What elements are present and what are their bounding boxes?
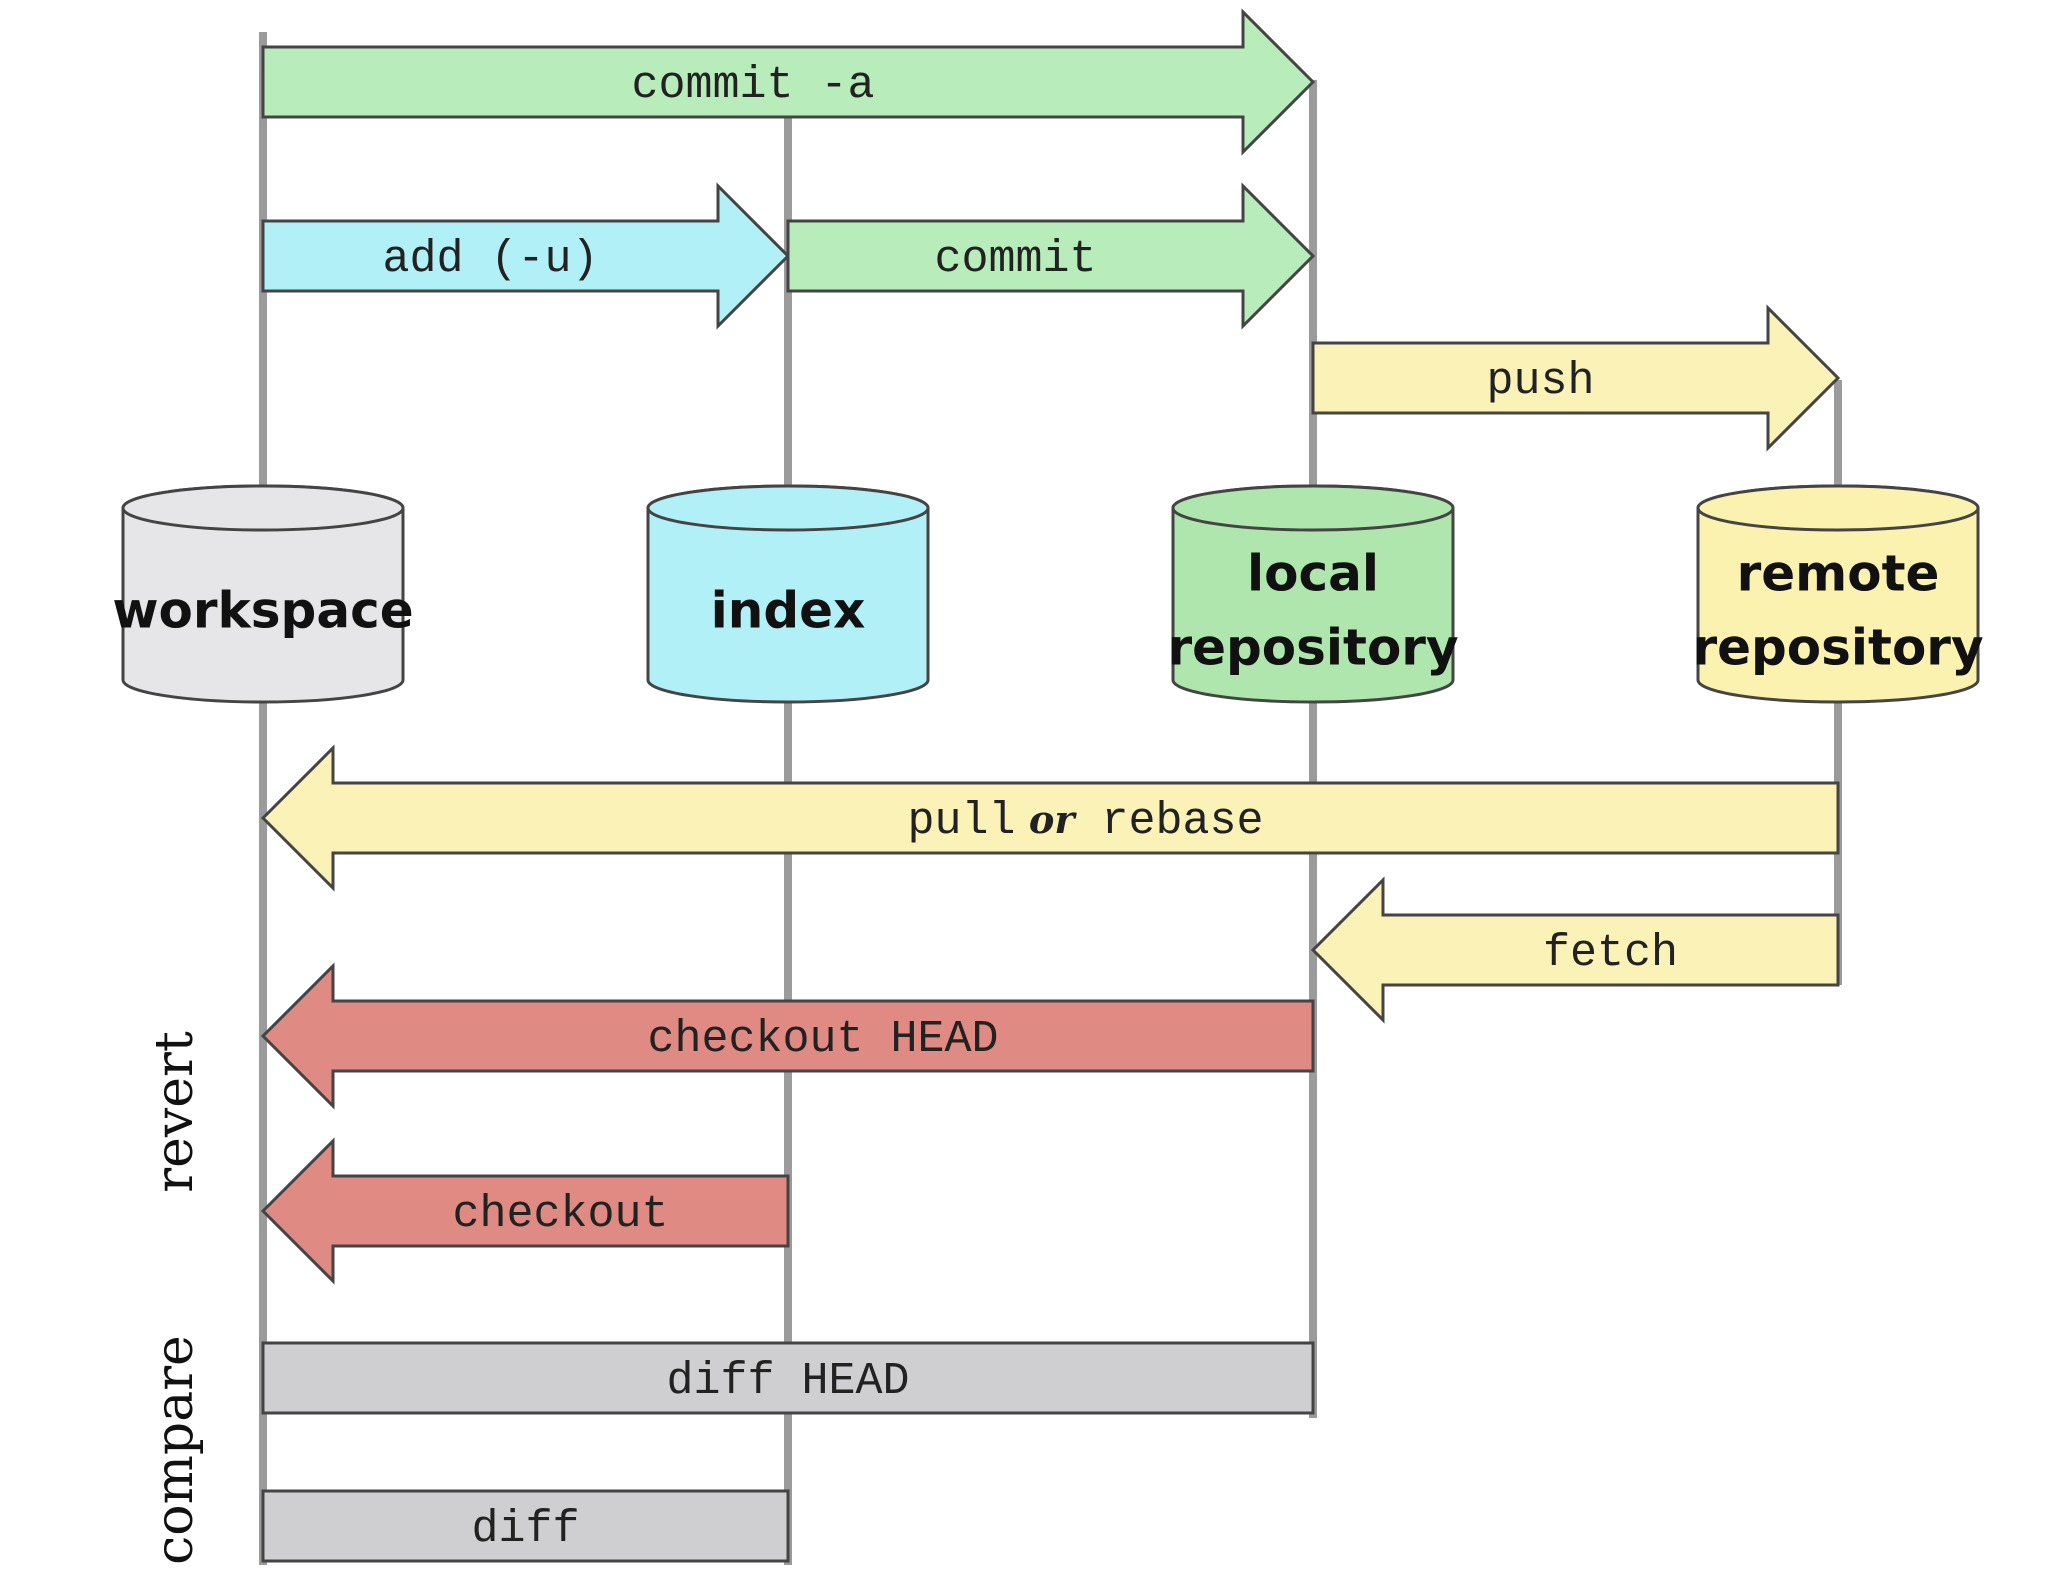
operation-label-commit: commit bbox=[934, 234, 1096, 285]
operation-label-pull-or-rebase: pull or rebase bbox=[907, 796, 1263, 847]
store-remote: remote repository bbox=[1692, 484, 1984, 704]
arrow-shape-diff-head bbox=[261, 1341, 1315, 1415]
store-label-workspace: workspace bbox=[112, 582, 413, 640]
cylinder-top-remote bbox=[1696, 484, 1980, 532]
group-label-revert: revert bbox=[145, 1031, 205, 1193]
arrow-shape-add-u bbox=[261, 182, 791, 330]
operation-label-add-u: add (-u) bbox=[382, 234, 598, 285]
cylinder-top-local bbox=[1171, 484, 1455, 532]
operation-checkout-head: checkout HEAD bbox=[260, 962, 1315, 1110]
operation-label-push: push bbox=[1486, 356, 1594, 407]
arrow-shape-checkout bbox=[260, 1137, 790, 1285]
arrow-shape-checkout-head bbox=[260, 962, 1315, 1110]
group-label-compare: compare bbox=[145, 1335, 205, 1565]
operation-checkout: checkout bbox=[260, 1137, 790, 1285]
operation-label-checkout-head: checkout HEAD bbox=[647, 1014, 998, 1065]
operation-label-part: pull bbox=[907, 796, 1015, 847]
store-index: index bbox=[646, 484, 930, 704]
store-label-local: repository bbox=[1167, 619, 1458, 677]
operation-label-commit-a: commit -a bbox=[631, 60, 874, 111]
arrow-shape-commit bbox=[786, 182, 1316, 330]
store-label-local: local bbox=[1247, 545, 1379, 603]
operation-commit: commit bbox=[786, 182, 1316, 330]
operation-commit-a: commit -a bbox=[261, 8, 1316, 156]
arrow-shape-pull-or-rebase bbox=[260, 744, 1840, 892]
operation-diff-head: diff HEAD bbox=[261, 1341, 1315, 1415]
store-label-index: index bbox=[711, 582, 866, 640]
store-workspace: workspace bbox=[112, 484, 414, 704]
cylinder-top-workspace bbox=[121, 484, 405, 532]
operation-label-diff: diff bbox=[471, 1504, 579, 1555]
store-label-remote: remote bbox=[1737, 545, 1940, 603]
operation-push: push bbox=[1311, 304, 1841, 452]
operation-pull-or-rebase: pull or rebase bbox=[260, 744, 1840, 892]
operation-label-part: rebase bbox=[1074, 796, 1263, 847]
operation-label-fetch: fetch bbox=[1543, 928, 1678, 979]
arrow-shape-fetch bbox=[1310, 876, 1840, 1024]
operation-add-u: add (-u) bbox=[261, 182, 791, 330]
cylinder-top-index bbox=[646, 484, 930, 532]
operation-label-part: or bbox=[1016, 798, 1078, 843]
operation-label-checkout: checkout bbox=[452, 1189, 668, 1240]
arrow-shape-diff bbox=[261, 1489, 790, 1563]
arrow-shape-push bbox=[1311, 304, 1841, 452]
operation-diff: diff bbox=[261, 1489, 790, 1563]
arrow-shape-commit-a bbox=[261, 8, 1316, 156]
operation-fetch: fetch bbox=[1310, 876, 1840, 1024]
store-label-remote: repository bbox=[1692, 619, 1983, 677]
operation-label-diff-head: diff HEAD bbox=[666, 1356, 909, 1407]
store-local: local repository bbox=[1167, 484, 1459, 704]
